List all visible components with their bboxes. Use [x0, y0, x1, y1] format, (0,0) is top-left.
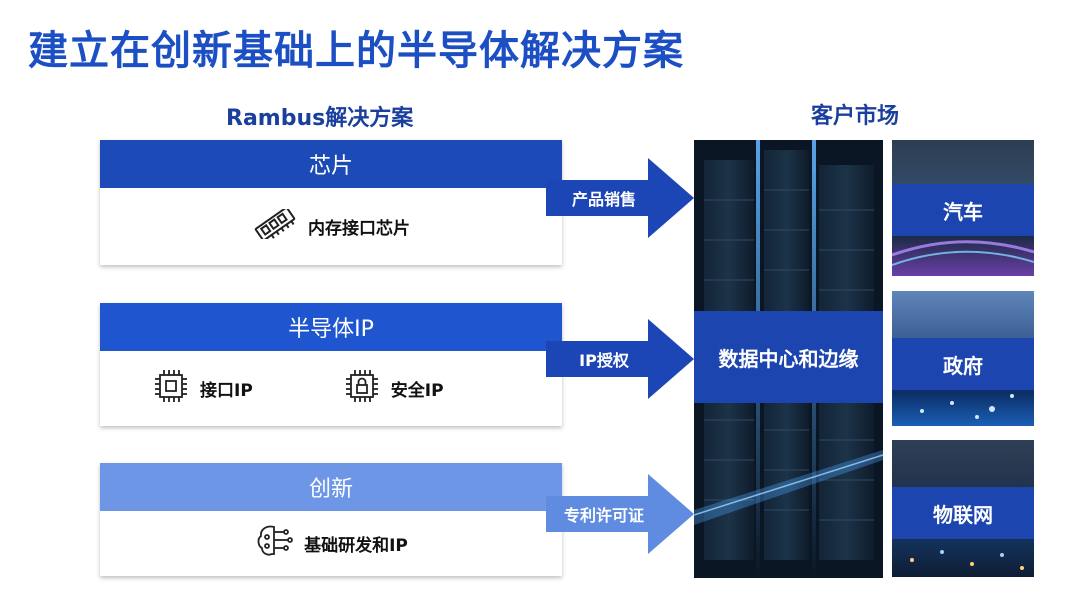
arrow-product-sales: 产品销售 [546, 158, 694, 238]
market-tile-iot: 物联网 [892, 440, 1034, 577]
solution-card-innovation: 创新 基础研发和IP [100, 463, 562, 576]
arrow-label: IP授权 [579, 351, 629, 370]
page-title: 建立在创新基础上的半导体解决方案 [28, 28, 684, 74]
market-label: 汽车 [892, 184, 1034, 236]
market-label: 物联网 [892, 487, 1034, 539]
arrow-label: 专利许可证 [563, 506, 644, 525]
solution-item-label: 基础研发和IP [304, 536, 408, 556]
solution-item: 安全IP [343, 367, 444, 410]
market-label: 政府 [892, 338, 1034, 390]
solution-item-label: 安全IP [390, 381, 444, 401]
secure-chip-icon [343, 367, 381, 410]
card-body: 内存接口芯片 [100, 188, 562, 265]
card-body: 基础研发和IP [100, 511, 562, 576]
solution-item: 基础研发和IP [254, 522, 408, 565]
card-body: 接口IP 安全IP [100, 351, 562, 426]
solution-card-chips: 芯片 内存接口芯片 [100, 140, 562, 265]
markets-heading: 客户市场 [811, 104, 900, 129]
solution-card-ip: 半导体IP 接口IP [100, 303, 562, 426]
cpu-chip-icon [152, 367, 190, 410]
solution-item: 接口IP [152, 367, 253, 410]
market-tile-automotive: 汽车 [892, 140, 1034, 276]
arrow-label: 产品销售 [571, 190, 636, 209]
memory-chip-icon [252, 206, 298, 244]
center-market-label: 数据中心和边缘 [694, 311, 883, 403]
card-header: 半导体IP [100, 303, 562, 351]
solution-item: 内存接口芯片 [252, 206, 410, 244]
solution-item-label: 内存接口芯片 [308, 219, 410, 239]
brain-circuit-icon [254, 522, 294, 565]
arrow-ip-licensing: IP授权 [546, 319, 694, 399]
solution-item-label: 接口IP [200, 381, 253, 401]
market-tile-government: 政府 [892, 291, 1034, 426]
card-header: 芯片 [100, 140, 562, 188]
card-header: 创新 [100, 463, 562, 511]
solutions-heading: Rambus解决方案 [226, 106, 414, 131]
arrow-patent-license: 专利许可证 [546, 474, 694, 554]
